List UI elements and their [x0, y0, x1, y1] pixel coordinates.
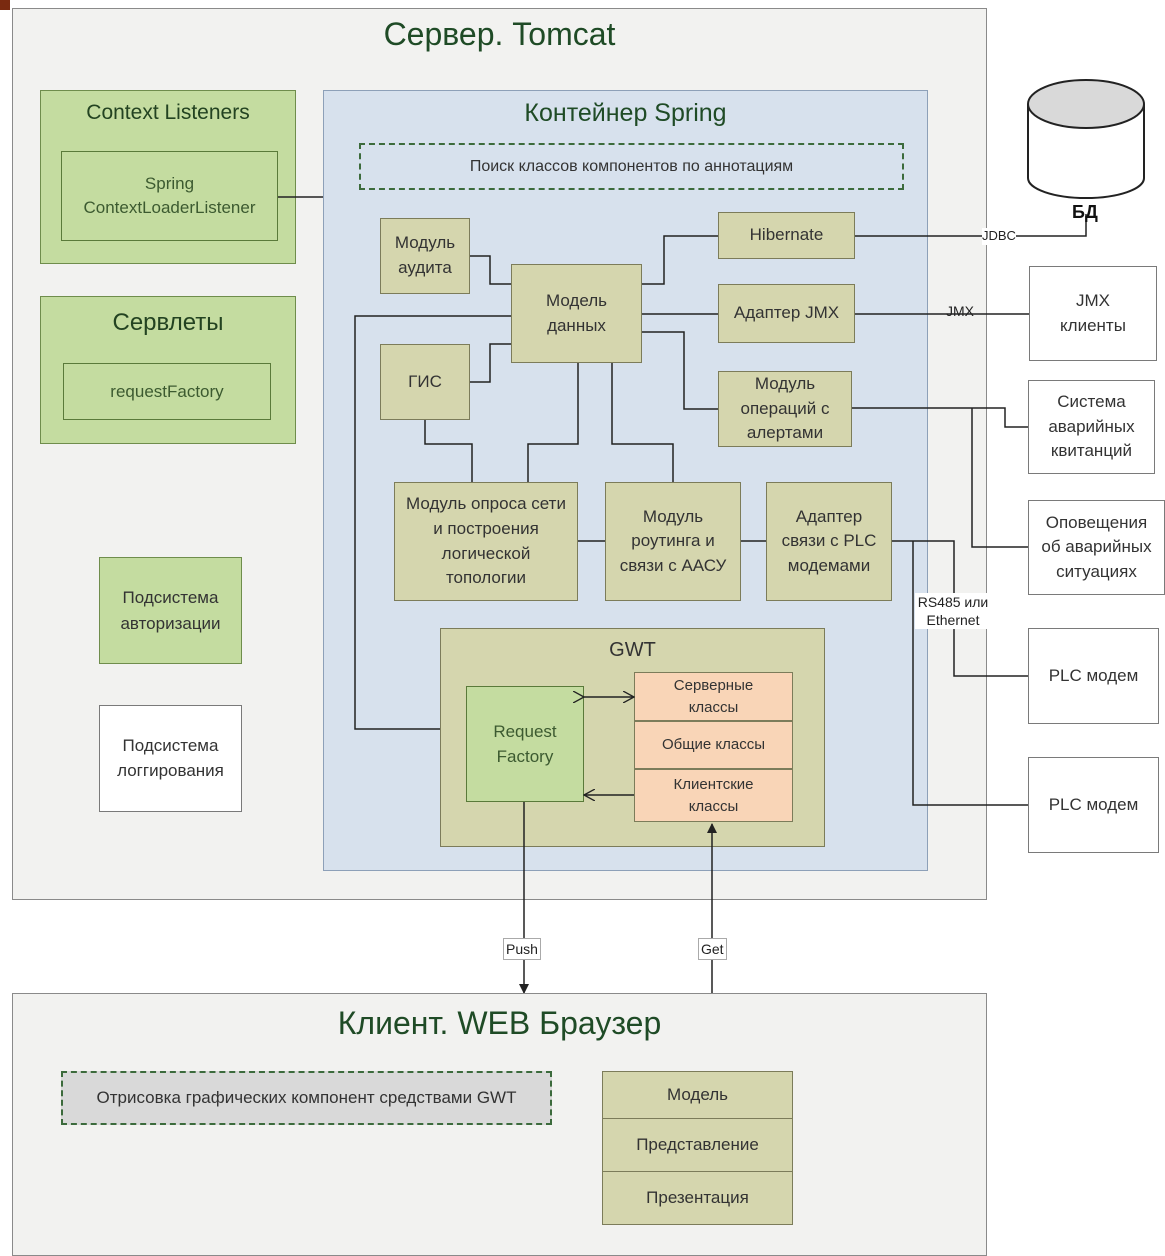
mvp-presenter-box: Презентация	[602, 1171, 793, 1225]
client-classes-box: Клиентские классы	[634, 769, 793, 822]
gwt-title: GWT	[609, 639, 656, 661]
context-listeners-title: Context Listeners	[86, 101, 250, 124]
request-factory-servlet-box: requestFactory	[63, 363, 271, 420]
mvp-view-box: Представление	[602, 1118, 793, 1172]
annotation-scan-box: Поиск классов компонентов по аннотациям	[359, 143, 904, 190]
plc-modem-box-2: PLC модем	[1028, 757, 1159, 853]
plc-modem-box-1: PLC модем	[1028, 628, 1159, 724]
db-label: БД	[1072, 202, 1098, 222]
jmx-adapter-box: Адаптер JMX	[718, 284, 855, 343]
request-factory-box: Request Factory	[466, 686, 584, 802]
mvp-model-box: Модель	[602, 1071, 793, 1119]
jmx-clients-box: JMX клиенты	[1029, 266, 1157, 361]
corner-mark	[0, 0, 10, 10]
alarm-receipts-box: Система аварийных квитанций	[1028, 380, 1155, 474]
push-label: Push	[503, 938, 541, 961]
server-classes-box: Серверные классы	[634, 672, 793, 721]
get-label: Get	[698, 938, 727, 961]
database-icon	[1027, 79, 1145, 199]
routing-module-box: Модуль роутинга и связи с ААСУ	[605, 482, 741, 601]
common-classes-box: Общие классы	[634, 721, 793, 769]
servlets-title: Сервлеты	[112, 309, 224, 336]
audit-module-box: Модуль аудита	[380, 218, 470, 294]
context-loader-listener-box: Spring ContextLoaderListener	[61, 151, 278, 241]
data-model-box: Модель данных	[511, 264, 642, 363]
rs485-label: RS485 или Ethernet	[915, 593, 991, 630]
gis-box: ГИС	[380, 344, 470, 420]
spring-title: Контейнер Spring	[524, 99, 727, 127]
alarm-notifications-box: Оповещения об аварийных ситуациях	[1028, 500, 1165, 595]
jmx-label: JMX	[946, 303, 974, 319]
logging-subsystem-box: Подсистема логгирования	[99, 705, 242, 812]
network-module-box: Модуль опроса сети и построения логическ…	[394, 482, 578, 601]
client-title: Клиент. WEB Браузер	[337, 1005, 662, 1041]
plc-adapter-box: Адаптер связи с PLC модемами	[766, 482, 892, 601]
alerts-module-box: Модуль операций с алертами	[718, 371, 852, 447]
auth-subsystem-box: Подсистема авторизации	[99, 557, 242, 664]
server-title: Сервер. Tomcat	[383, 16, 616, 52]
gwt-rendering-box: Отрисовка графических компонент средства…	[61, 1071, 552, 1125]
hibernate-box: Hibernate	[718, 212, 855, 259]
jdbc-label: JDBC	[982, 228, 1016, 245]
